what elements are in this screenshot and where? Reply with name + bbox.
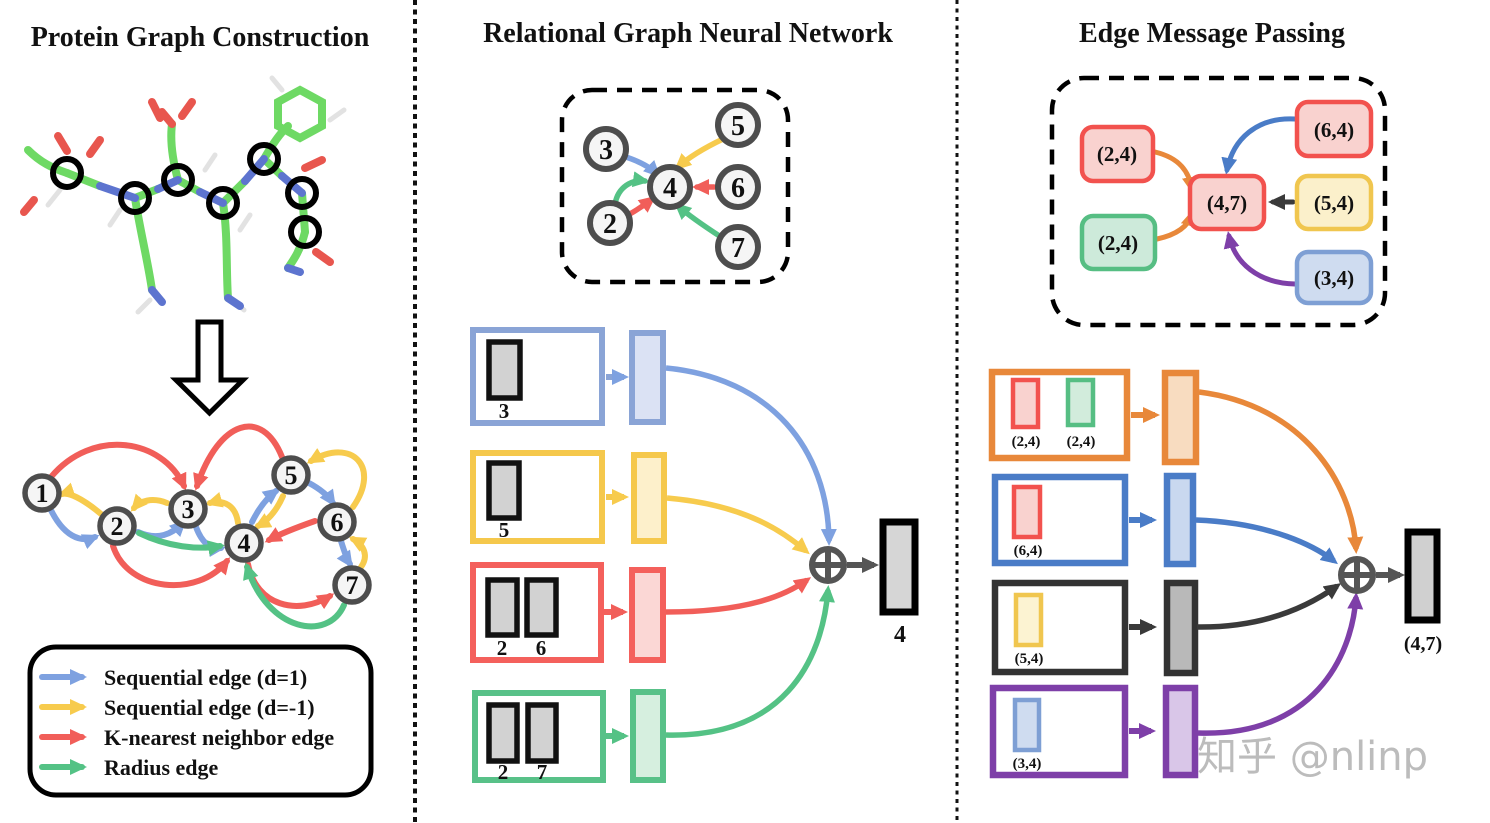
- rgnn-output-vector: [879, 518, 919, 616]
- graph-node-3: 3: [168, 489, 208, 529]
- graph-node-2: 2: [97, 506, 137, 546]
- graph-node-5: 5: [271, 455, 311, 495]
- rgnn-neighborhood-box: 3 5 4 6 2 7: [559, 87, 791, 285]
- rgnn-node-4: 4: [647, 164, 693, 210]
- svg-text:7: 7: [537, 760, 548, 784]
- svg-text:(2,4): (2,4): [1012, 434, 1041, 450]
- edge-row-blue: (6,4): [991, 472, 1338, 568]
- svg-text:(6,4): (6,4): [1314, 118, 1354, 142]
- rgnn-node-2: 2: [587, 200, 633, 246]
- legend-label-radius: Radius edge: [104, 755, 219, 780]
- svg-text:5: 5: [731, 111, 745, 142]
- panel-protein-graph-construction: Protein Graph Construction: [20, 22, 374, 798]
- edge-graph-nodes: (2,4) (2,4) (4,7) (6,4) (5,4) (3,4): [1079, 99, 1374, 306]
- svg-text:7: 7: [731, 233, 745, 264]
- edge-node-54: (5,4): [1294, 173, 1374, 232]
- panel-title-right: Edge Message Passing: [1079, 18, 1345, 49]
- graph-node-6: 6: [317, 502, 357, 542]
- svg-text:4: 4: [238, 529, 251, 558]
- legend-label-knn: K-nearest neighbor edge: [104, 725, 334, 750]
- panel-edge-message-passing: Edge Message Passing (2,4) (2,4) (4,7) (…: [988, 18, 1442, 780]
- rgnn-row-radius: 2 7: [472, 585, 835, 784]
- legend-label-sequential-d1: Sequential edge (d=1): [104, 665, 307, 690]
- protein-residue-graph: 1 2 3 4 5 6 7: [22, 423, 372, 630]
- graph-node-7: 7: [332, 565, 372, 605]
- svg-text:6: 6: [731, 173, 745, 204]
- svg-text:2: 2: [111, 512, 124, 541]
- svg-text:1: 1: [36, 479, 49, 508]
- edge-row-orange: (2,4) (2,4): [988, 368, 1364, 554]
- rgnn-row-sequential-dm1: 5: [470, 450, 810, 555]
- edge-node-47-center: (4,7): [1187, 173, 1267, 232]
- rgnn-row-knn: 2 6: [470, 562, 812, 663]
- svg-text:2: 2: [497, 636, 508, 660]
- svg-text:4: 4: [894, 622, 906, 648]
- rgnn-hidden-green: [630, 689, 666, 783]
- graph-node-4: 4: [224, 523, 264, 563]
- edge-hidden-orange: [1161, 369, 1200, 466]
- rgnn-relation-rows: 3 5 2 6: [470, 327, 919, 784]
- svg-text:6: 6: [331, 508, 344, 537]
- svg-text:(2,4): (2,4): [1098, 231, 1138, 255]
- edge-node-64: (6,4): [1294, 99, 1374, 159]
- rgnn-node-7: 7: [715, 224, 761, 270]
- rgnn-node-6: 6: [715, 164, 761, 210]
- edge-graph-box: (2,4) (2,4) (4,7) (6,4) (5,4) (3,4): [1049, 75, 1388, 328]
- svg-text:5: 5: [499, 518, 510, 542]
- svg-text:6: 6: [536, 636, 547, 660]
- panel-relational-gnn: Relational Graph Neural Network 3 5 4 6 …: [470, 18, 919, 784]
- edge-row-purple: (3,4): [989, 592, 1364, 779]
- svg-text:2: 2: [603, 209, 617, 240]
- edge-hidden-blue: [1163, 472, 1197, 568]
- rgnn-node-3: 3: [583, 126, 629, 172]
- svg-text:5: 5: [285, 461, 298, 490]
- edge-aggregator: [1338, 556, 1405, 594]
- svg-text:7: 7: [346, 571, 359, 600]
- rgnn-row-sequential-d1: 3: [470, 327, 837, 546]
- svg-text:3: 3: [182, 495, 195, 524]
- svg-text:4: 4: [663, 173, 677, 204]
- svg-text:(6,4): (6,4): [1014, 543, 1043, 559]
- panel-title-left: Protein Graph Construction: [31, 22, 370, 53]
- panel-title-middle: Relational Graph Neural Network: [483, 18, 893, 49]
- rgnn-nodes: 3 5 4 6 2 7: [583, 102, 761, 270]
- rgnn-hidden-red: [629, 567, 666, 663]
- graph-nodes: 1 2 3 4 5 6 7: [22, 455, 372, 605]
- edge-node-24-red: (2,4): [1079, 124, 1156, 184]
- alpha-carbon-markers: [50, 142, 322, 249]
- edge-node-34: (3,4): [1294, 249, 1374, 306]
- edge-hidden-purple: [1162, 684, 1199, 779]
- svg-text:2: 2: [498, 760, 509, 784]
- watermark-text: 知乎 @nlinp: [1197, 734, 1428, 780]
- protein-structure-illustration: [20, 75, 347, 315]
- edge-row-black: (5,4): [991, 579, 1342, 677]
- rgnn-hidden-blue: [629, 330, 666, 425]
- rgnn-hidden-yellow: [631, 452, 667, 544]
- svg-text:(5,4): (5,4): [1314, 191, 1354, 215]
- edge-hidden-gray: [1163, 579, 1199, 677]
- edge-node-24-green: (2,4): [1079, 213, 1158, 272]
- rgnn-output: 4: [879, 518, 919, 648]
- svg-text:3: 3: [499, 399, 510, 423]
- edge-message-rows: (2,4) (2,4) (6,4) (5,4): [988, 368, 1442, 779]
- svg-text:(2,4): (2,4): [1067, 434, 1096, 450]
- svg-text:3: 3: [599, 135, 613, 166]
- rgnn-node-5: 5: [715, 102, 761, 148]
- svg-text:(2,4): (2,4): [1097, 142, 1137, 166]
- graph-node-1: 1: [22, 473, 62, 513]
- svg-text:(4,7): (4,7): [1404, 633, 1442, 655]
- edge-type-legend: Sequential edge (d=1) Sequential edge (d…: [27, 644, 374, 798]
- edge-output-vector: [1404, 528, 1441, 624]
- legend-label-sequential-dm1: Sequential edge (d=-1): [104, 695, 315, 720]
- svg-text:(5,4): (5,4): [1015, 651, 1044, 667]
- svg-text:(4,7): (4,7): [1207, 191, 1247, 215]
- rgnn-aggregator: [809, 546, 879, 584]
- svg-text:(3,4): (3,4): [1013, 756, 1042, 772]
- edge-output: (4,7): [1404, 528, 1442, 655]
- svg-text:(3,4): (3,4): [1314, 266, 1354, 290]
- down-arrow-icon: [169, 319, 250, 417]
